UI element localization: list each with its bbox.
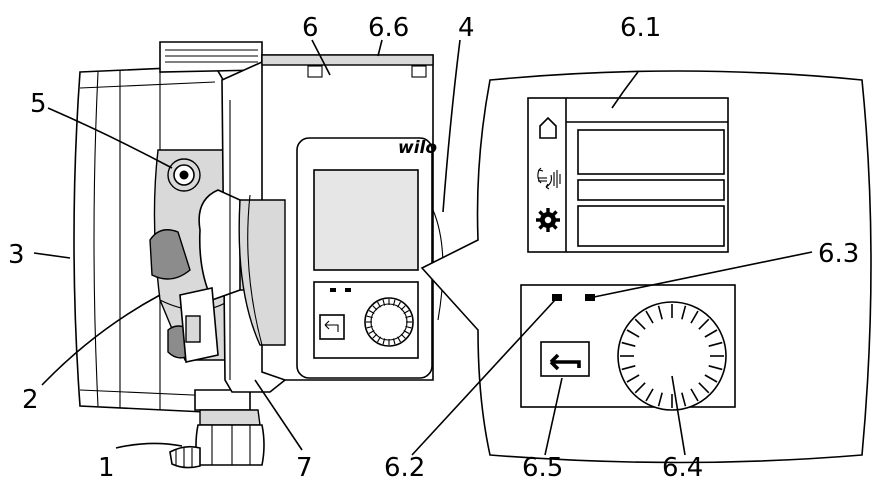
knob-tick bbox=[368, 310, 375, 314]
knob-tick bbox=[704, 374, 718, 383]
label-4: 4 bbox=[458, 13, 475, 43]
knob-tick bbox=[681, 392, 687, 407]
knob-tick bbox=[392, 299, 396, 306]
control-knob-icon bbox=[617, 301, 727, 411]
led-indicator-right bbox=[585, 294, 595, 301]
part-labels: 1 2 3 4 5 6 6.1 6.2 6.3 6.4 6.5 6.6 7 bbox=[8, 13, 859, 483]
knob-tick bbox=[698, 318, 710, 330]
knob-tick bbox=[392, 338, 396, 345]
knob-tick bbox=[690, 388, 699, 402]
back-arrow-icon bbox=[540, 341, 590, 377]
label-7: 7 bbox=[296, 453, 313, 483]
knob-tick bbox=[626, 329, 640, 338]
knob-tick bbox=[403, 310, 410, 314]
knob-tick bbox=[626, 374, 640, 383]
knob-tick bbox=[634, 318, 646, 330]
knob-tick bbox=[645, 310, 654, 324]
knob-tick bbox=[400, 333, 406, 339]
knob-tick bbox=[657, 305, 663, 320]
pipe-connection bbox=[169, 389, 265, 469]
knob-tick bbox=[704, 329, 718, 338]
label-6-5: 6.5 bbox=[522, 453, 563, 483]
gear-icon bbox=[536, 208, 560, 232]
module-knob bbox=[364, 297, 414, 347]
brand-logo: wilo bbox=[398, 138, 437, 158]
label-5: 5 bbox=[30, 89, 47, 119]
knob-tick bbox=[634, 382, 646, 394]
knob-tick bbox=[657, 392, 663, 407]
label-6-2: 6.2 bbox=[384, 453, 425, 483]
leader-lines bbox=[33, 39, 813, 456]
label-6-3: 6.3 bbox=[818, 239, 859, 269]
home-icon bbox=[539, 116, 557, 139]
knob-tick bbox=[368, 330, 375, 334]
label-1: 1 bbox=[98, 453, 115, 483]
knob-tick bbox=[645, 388, 654, 402]
knob-tick bbox=[681, 305, 687, 320]
knob-tick bbox=[372, 333, 378, 339]
label-6: 6 bbox=[302, 13, 319, 43]
knob-tick bbox=[698, 382, 710, 394]
knob-tick bbox=[366, 315, 373, 319]
knob-tick bbox=[397, 301, 401, 308]
knob-tick bbox=[708, 365, 723, 371]
led-indicator-left bbox=[552, 294, 562, 301]
knob-tick bbox=[372, 305, 378, 311]
pump-mode-icon bbox=[537, 167, 561, 190]
knob-tick bbox=[403, 330, 410, 334]
knob-tick bbox=[621, 365, 636, 371]
knob-tick bbox=[382, 338, 386, 345]
knob-tick bbox=[690, 310, 699, 324]
electronic-module: wilo bbox=[238, 54, 444, 381]
knob-tick bbox=[405, 315, 412, 319]
display-panel bbox=[527, 97, 729, 253]
knob-tick bbox=[405, 325, 412, 329]
module-back-button bbox=[319, 314, 345, 340]
knob-tick bbox=[621, 341, 636, 347]
knob-tick bbox=[377, 336, 381, 343]
knob-tick bbox=[708, 341, 723, 347]
module-display bbox=[313, 169, 419, 271]
label-6-6: 6.6 bbox=[368, 13, 409, 43]
label-6-1: 6.1 bbox=[620, 13, 661, 43]
control-panel-callout bbox=[420, 70, 872, 464]
knob-tick bbox=[377, 301, 381, 308]
knob-tick bbox=[397, 336, 401, 343]
knob-tick bbox=[382, 299, 386, 306]
knob-tick bbox=[400, 305, 406, 311]
label-2: 2 bbox=[22, 385, 39, 415]
label-6-4: 6.4 bbox=[662, 453, 703, 483]
vent-screw bbox=[167, 158, 201, 192]
label-3: 3 bbox=[8, 240, 25, 270]
knob-tick bbox=[366, 325, 373, 329]
